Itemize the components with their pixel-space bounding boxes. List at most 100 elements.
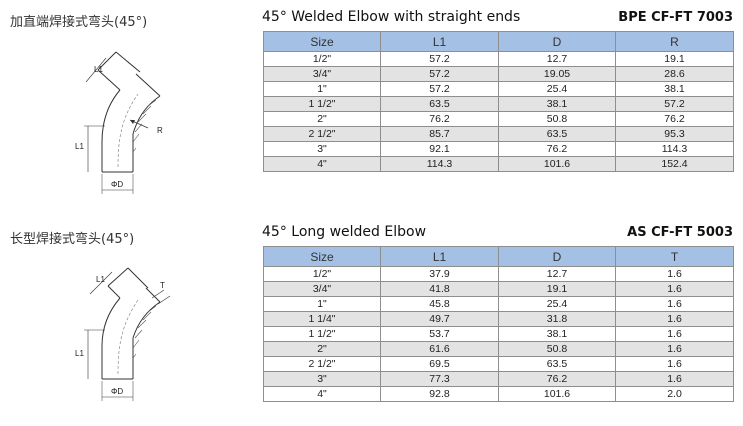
table-cell: 4" (263, 386, 381, 402)
table-cell: 57.2 (615, 96, 734, 112)
table-cell: 37.9 (380, 266, 499, 282)
table-cell: 1.6 (615, 341, 734, 357)
table-cell: 19.05 (498, 66, 616, 82)
table-cell: 53.7 (380, 326, 499, 342)
table-cell: 41.8 (380, 281, 499, 297)
table-cell: 25.4 (498, 296, 616, 312)
table-cell: 57.2 (380, 81, 499, 97)
table-cell: 19.1 (615, 51, 734, 67)
table-cell: 95.3 (615, 126, 734, 142)
column-header: L1 (380, 246, 499, 267)
table-cell: 4" (263, 156, 381, 172)
table-cell: 69.5 (380, 356, 499, 372)
table-cell: 2" (263, 111, 381, 127)
table-cell: 3" (263, 371, 381, 387)
table-cell: 85.7 (380, 126, 499, 142)
table-cell: 28.6 (615, 66, 734, 82)
table-cell: 77.3 (380, 371, 499, 387)
table-cell: 1.6 (615, 326, 734, 342)
table-cell: 1 1/2" (263, 96, 381, 112)
section1-standard-code: BPE CF-FT 7003 (618, 10, 733, 25)
table-cell: 63.5 (498, 126, 616, 142)
table-cell: 1/2" (263, 51, 381, 67)
table-cell: 2" (263, 341, 381, 357)
table-cell: 114.3 (380, 156, 499, 172)
table-cell: 2 1/2" (263, 126, 381, 142)
table-cell: 38.1 (498, 326, 616, 342)
table-cell: 76.2 (498, 141, 616, 157)
table-cell: 1 1/2" (263, 326, 381, 342)
table-cell: 38.1 (498, 96, 616, 112)
table-cell: 1.6 (615, 371, 734, 387)
table-cell: 63.5 (380, 96, 499, 112)
table-cell: 1" (263, 81, 381, 97)
table-cell: 101.6 (498, 156, 616, 172)
table-cell: 63.5 (498, 356, 616, 372)
dim-l1-top-label: L1 (94, 65, 103, 74)
table-cell: 92.1 (380, 141, 499, 157)
column-header: L1 (380, 31, 499, 52)
dim-r-label: R (157, 126, 163, 135)
table-cell: 1.6 (615, 356, 734, 372)
table-cell: 2.0 (615, 386, 734, 402)
column-header: T (615, 246, 734, 267)
column-header: R (615, 31, 734, 52)
column-header: Size (263, 31, 381, 52)
table-cell: 12.7 (498, 266, 616, 282)
elbow-diagram-straight-ends: L1 L1 R ΦD (75, 51, 163, 194)
table-cell: 19.1 (498, 281, 616, 297)
table-cell: 50.8 (498, 111, 616, 127)
column-header: D (498, 246, 616, 267)
table-cell: 57.2 (380, 51, 499, 67)
table-cell: 1.6 (615, 281, 734, 297)
column-header: Size (263, 246, 381, 267)
table-cell: 25.4 (498, 81, 616, 97)
table-cell: 76.2 (615, 111, 734, 127)
dim-l1-side-label: L1 (75, 142, 84, 151)
section1-title-cn: 加直端焊接式弯头(45°) (10, 15, 148, 30)
elbow-diagram-long: L1 L1 T ΦD (75, 267, 171, 401)
table-cell: 1.6 (615, 266, 734, 282)
table-cell: 38.1 (615, 81, 734, 97)
table-cell: 76.2 (498, 371, 616, 387)
table-cell: 1 1/4" (263, 311, 381, 327)
column-header: D (498, 31, 616, 52)
table-cell: 76.2 (380, 111, 499, 127)
table-cell: 152.4 (615, 156, 734, 172)
table-cell: 114.3 (615, 141, 734, 157)
table-cell: 1/2" (263, 266, 381, 282)
table-cell: 3/4" (263, 281, 381, 297)
table-cell: 92.8 (380, 386, 499, 402)
table-cell: 2 1/2" (263, 356, 381, 372)
section1-table-heading: 45° Welded Elbow with straight ends (262, 9, 521, 25)
table-cell: 57.2 (380, 66, 499, 82)
table-cell: 1" (263, 296, 381, 312)
table-cell: 49.7 (380, 311, 499, 327)
section2-table-heading: 45° Long welded Elbow (262, 224, 427, 240)
table-cell: 1.6 (615, 311, 734, 327)
section2-title-cn: 长型焊接式弯头(45°) (10, 232, 135, 247)
table-cell: 45.8 (380, 296, 499, 312)
table-cell: 3/4" (263, 66, 381, 82)
table-cell: 101.6 (498, 386, 616, 402)
dim-od-label: ΦD (111, 180, 123, 189)
table-cell: 31.8 (498, 311, 616, 327)
